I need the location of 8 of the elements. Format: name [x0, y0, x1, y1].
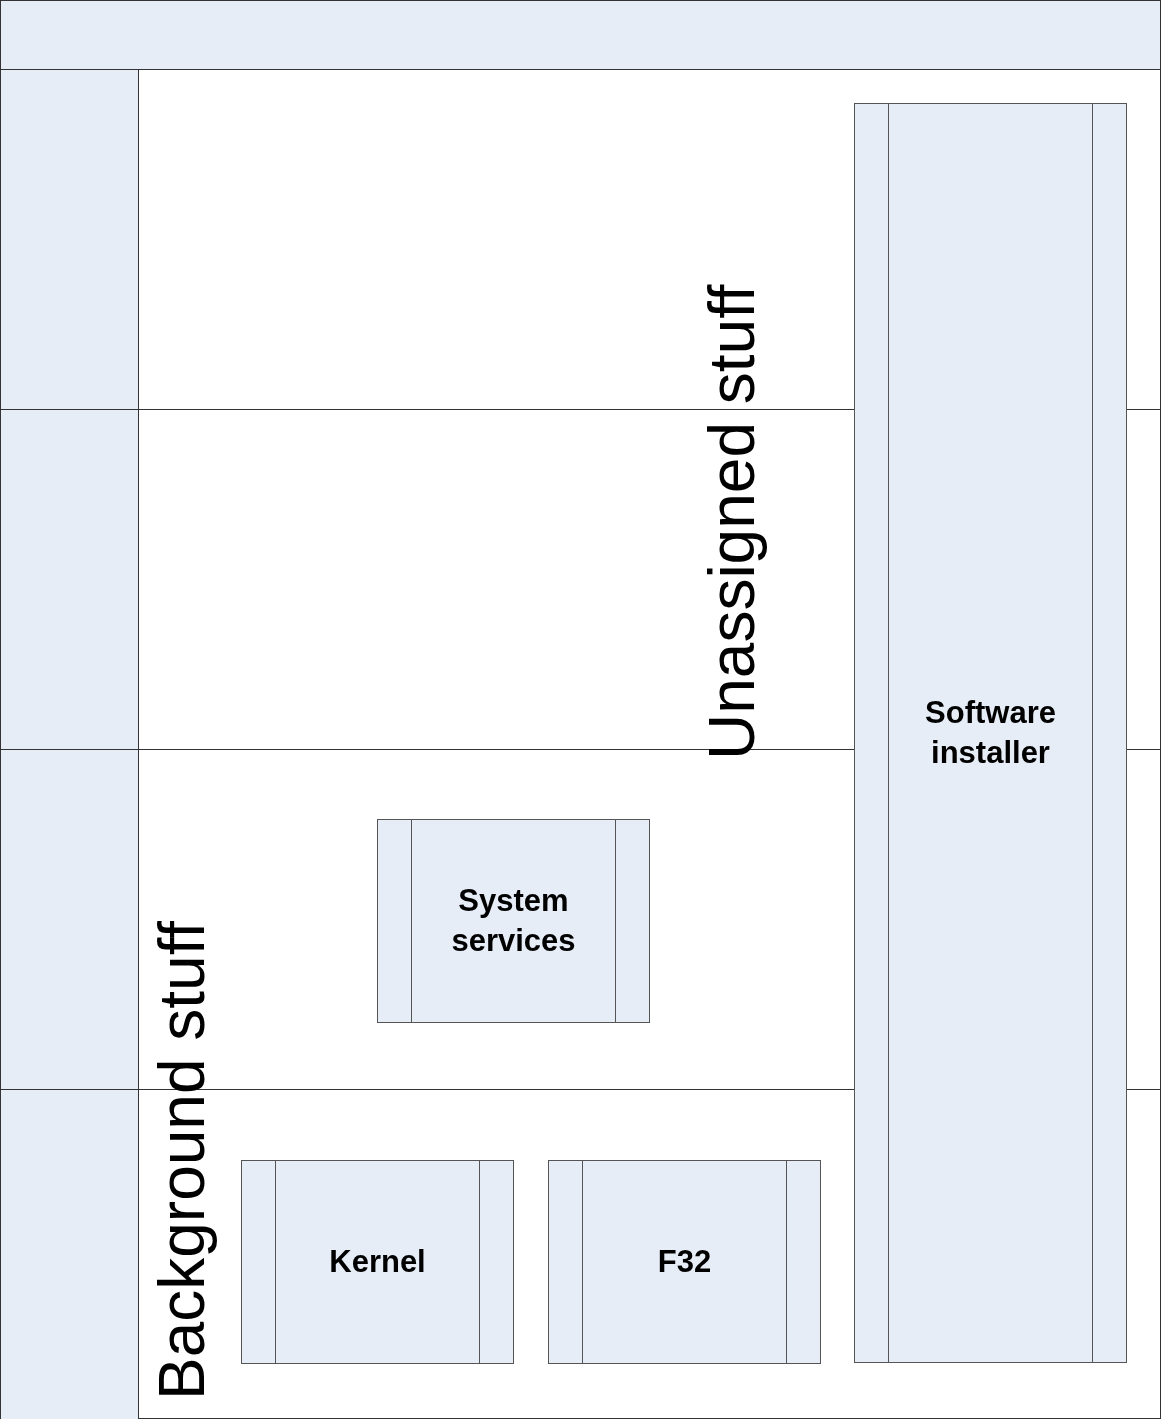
- process-label: Kernel: [328, 1242, 427, 1281]
- process-box: [241, 1160, 514, 1364]
- process-box: [854, 103, 1127, 1363]
- process-label: F32: [656, 1242, 713, 1281]
- process-box: [548, 1160, 821, 1364]
- process-box: [377, 819, 650, 1023]
- process-label: Software installer: [924, 693, 1057, 772]
- process-label: System services: [450, 881, 577, 960]
